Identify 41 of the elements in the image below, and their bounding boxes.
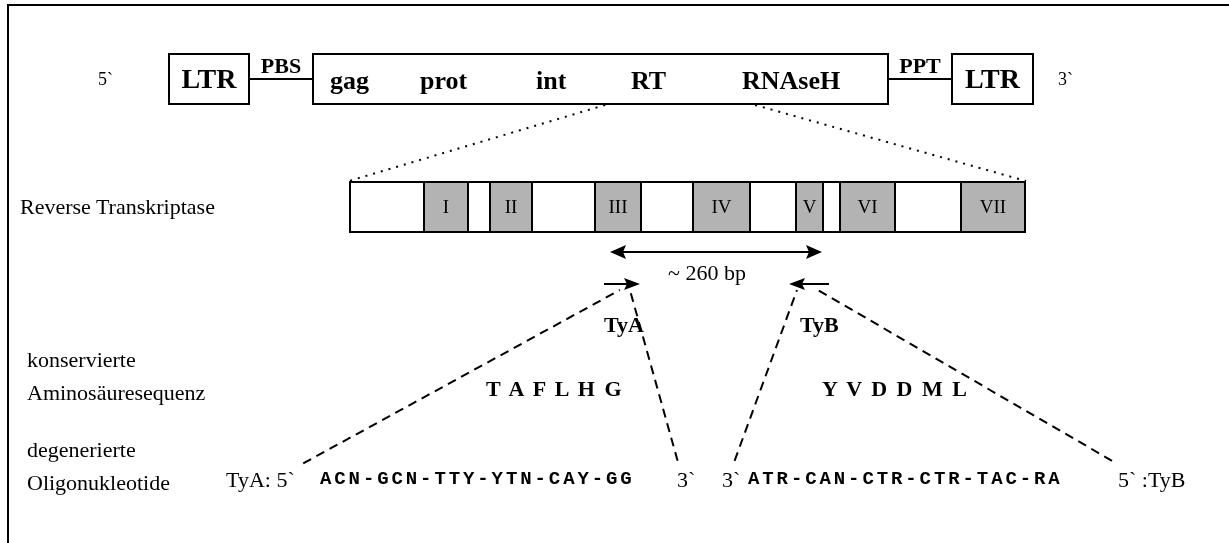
gene-bar bbox=[349, 181, 1026, 233]
gene-label: prot bbox=[420, 68, 468, 94]
primer-label: TyA bbox=[604, 314, 644, 336]
connector-line bbox=[249, 78, 313, 80]
oligo-sequence: ATR-CAN-CTR-CTR-TAC-RA bbox=[742, 466, 1112, 492]
row-label: Reverse Transkriptase bbox=[20, 196, 215, 218]
gene-box bbox=[312, 53, 889, 105]
row-label: konservierte Aminosäuresequenz bbox=[27, 346, 207, 407]
end-label: 3` bbox=[722, 469, 741, 491]
row-label: degenerierte Oligonukleotide bbox=[27, 436, 171, 497]
length-label: ~ 260 bp bbox=[668, 262, 746, 284]
dashed-line bbox=[754, 104, 1027, 182]
primer-arrow bbox=[604, 278, 640, 290]
end-label: 3` bbox=[1058, 70, 1073, 88]
connector-line bbox=[888, 78, 952, 80]
primer-end-label: TyA: 5` bbox=[226, 469, 295, 491]
motif-segment: II bbox=[489, 183, 533, 231]
oligo-sequence: ACN-GCN-TTY-YTN-CAY-GG bbox=[314, 466, 674, 492]
motif-segment: IV bbox=[692, 183, 751, 231]
primer-arrow bbox=[789, 278, 829, 290]
ltr-box: LTR bbox=[951, 53, 1034, 105]
motif-segment: VII bbox=[960, 183, 1026, 231]
motif-segment: I bbox=[423, 183, 469, 231]
dashed-line bbox=[733, 289, 798, 462]
dashed-line bbox=[816, 289, 1113, 462]
end-label: 3` bbox=[677, 469, 696, 491]
gene-label: gag bbox=[330, 68, 369, 94]
motif-segment: VI bbox=[839, 183, 896, 231]
end-label: 5` bbox=[98, 70, 113, 88]
motif-segment: III bbox=[594, 183, 642, 231]
amino-acid-sequence: Y V D D M L bbox=[822, 378, 969, 400]
ltr-box: LTR bbox=[168, 53, 250, 105]
amino-acid-sequence: T A F L H G bbox=[486, 378, 624, 400]
gene-label: int bbox=[536, 68, 567, 94]
dashed-line bbox=[302, 289, 621, 465]
primer-label: TyB bbox=[800, 314, 839, 336]
dashed-line bbox=[348, 104, 607, 182]
gene-label: RT bbox=[631, 68, 667, 94]
gene-label: RNAseH bbox=[742, 68, 841, 94]
motif-segment: V bbox=[795, 183, 824, 231]
primer-end-label: 5` :TyB bbox=[1118, 469, 1186, 491]
